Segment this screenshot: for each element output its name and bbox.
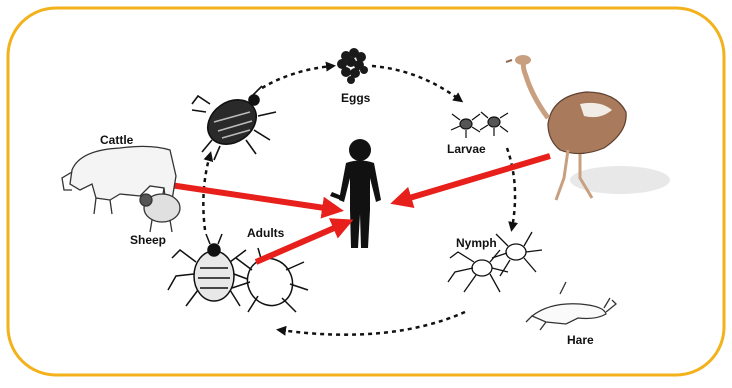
label-eggs: Eggs [341,91,370,105]
label-nymph: Nymph [456,236,497,250]
label-sheep: Sheep [130,233,166,247]
label-adults: Adults [247,226,284,240]
label-cattle: Cattle [100,133,133,147]
label-larvae: Larvae [447,142,486,156]
label-hare: Hare [567,333,594,347]
